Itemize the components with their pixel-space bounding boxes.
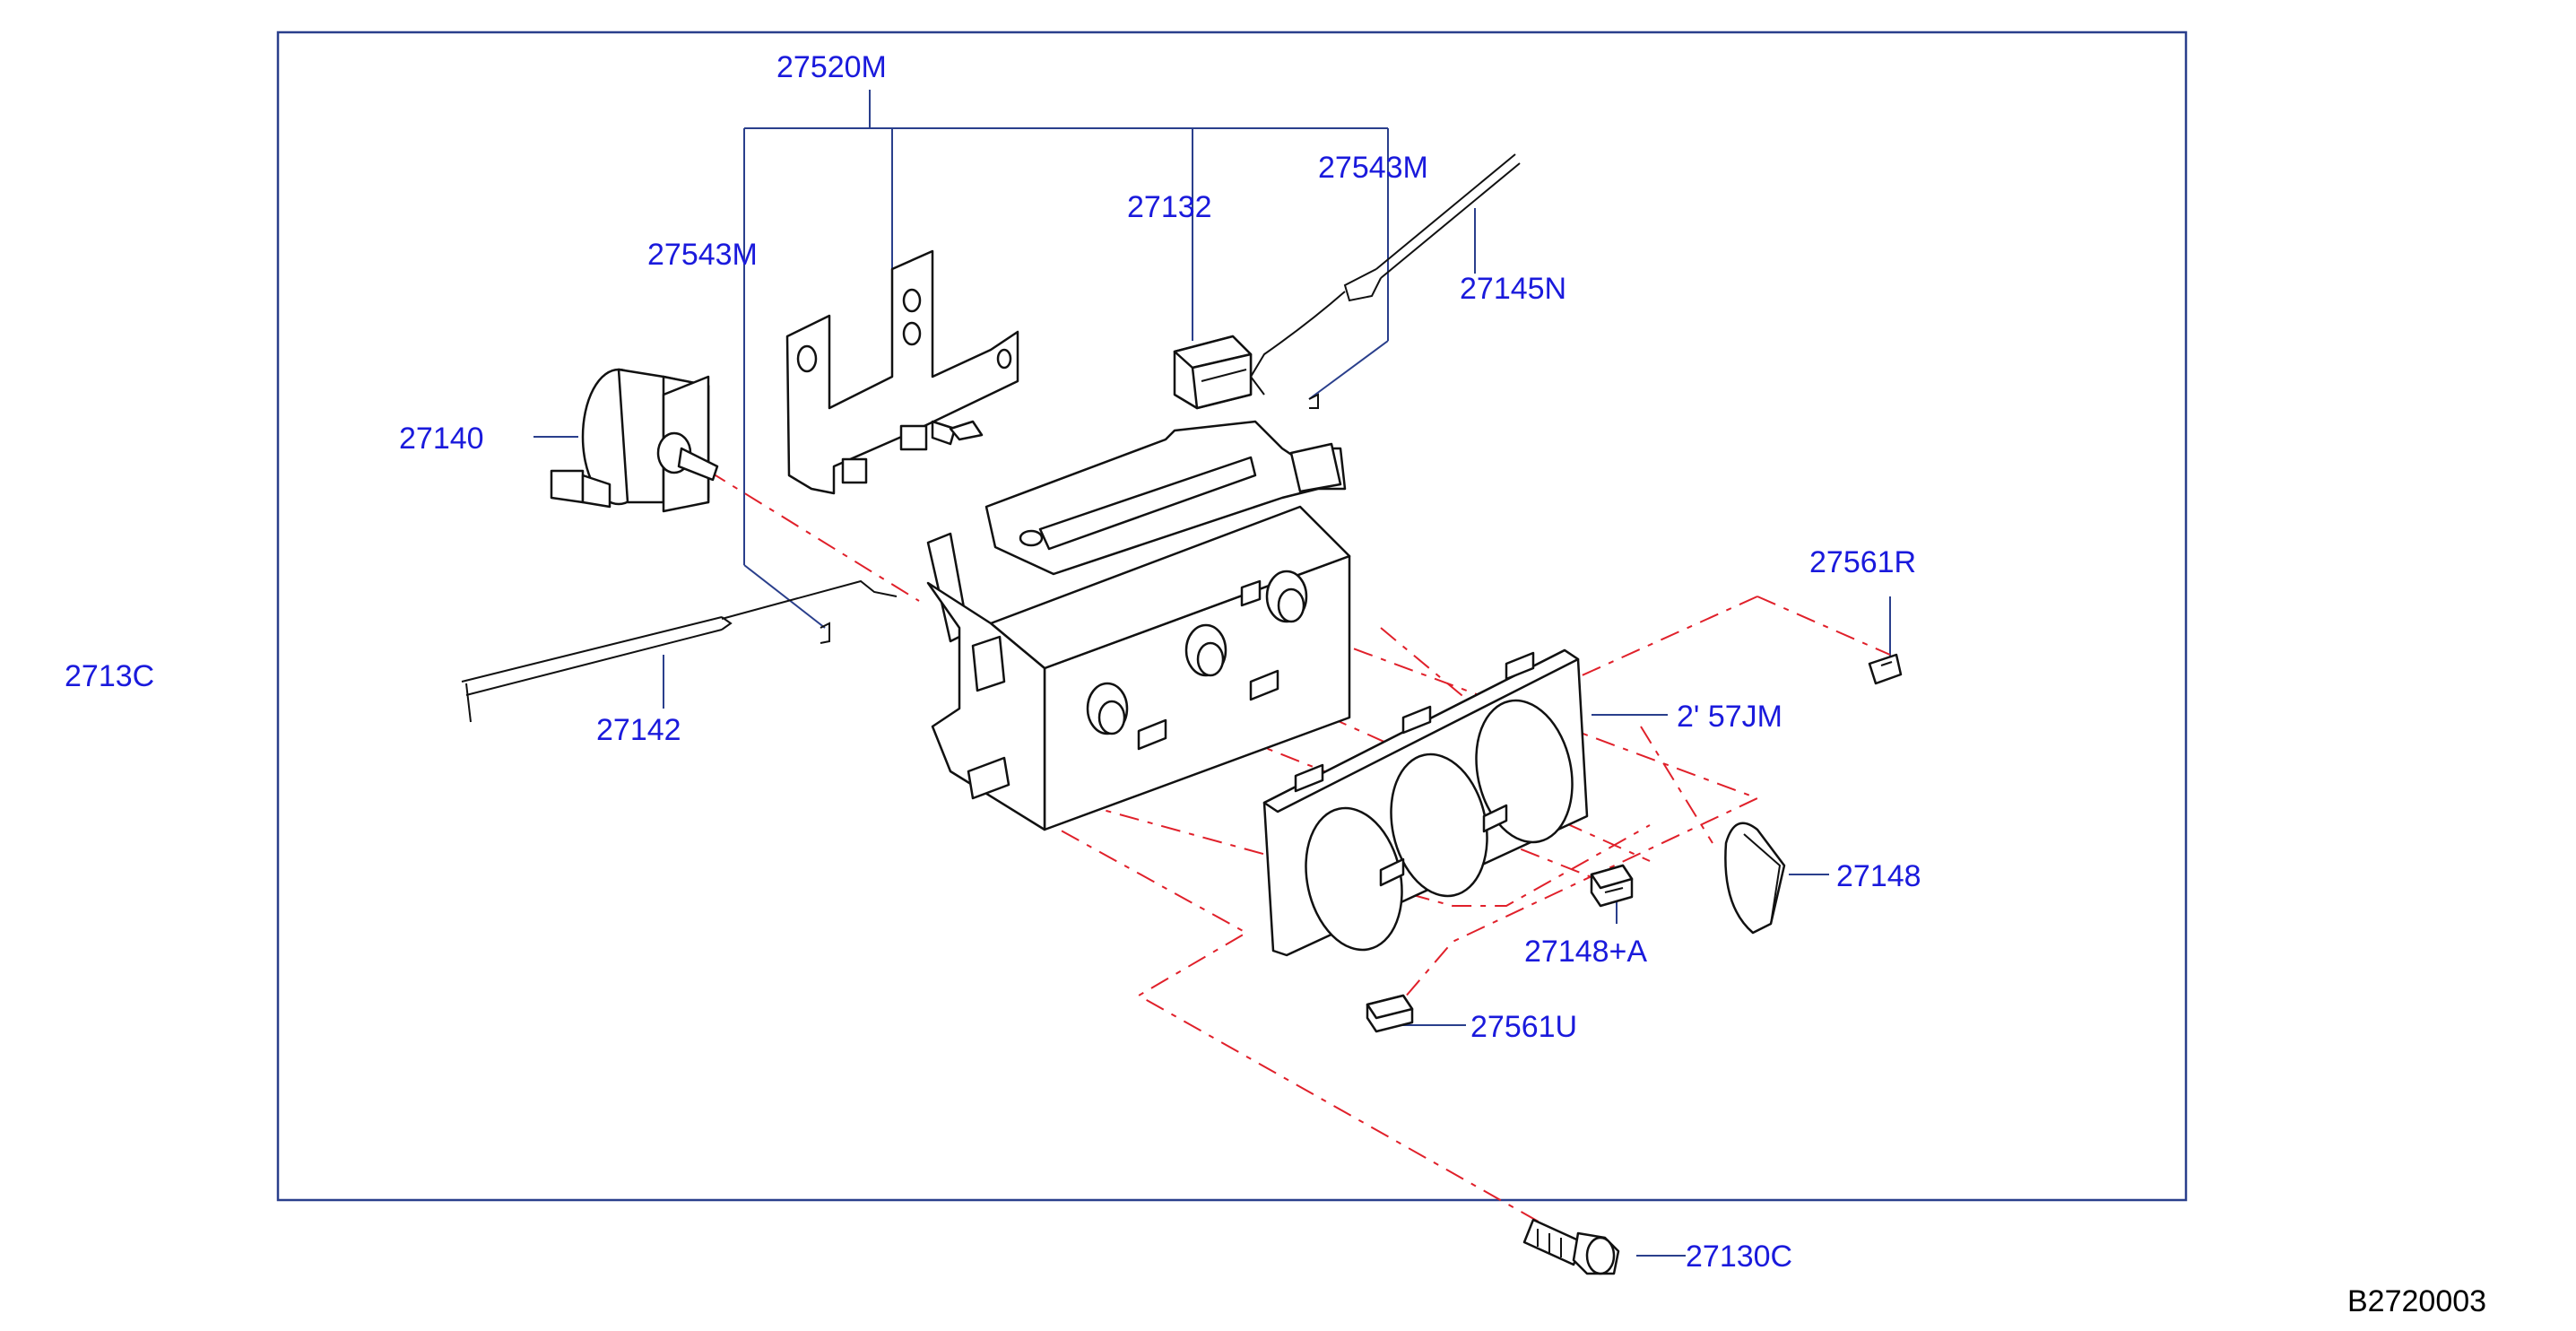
connector-part [1173,335,1253,410]
clip-r-part [1868,653,1903,685]
part-labels: 27520M 27543M 27132 27543M 27145N 27140 … [65,50,2486,1318]
cable-lower-part [461,579,898,723]
label-27561U: 27561U [1470,1010,1577,1044]
label-27520M: 27520M [776,50,887,84]
label-27142: 27142 [596,713,681,747]
label-27148: 27148 [1836,859,1921,893]
label-27140: 27140 [399,422,484,456]
label-27145N: 27145N [1460,272,1566,306]
knob-part [1724,822,1786,935]
control-housing-part [926,420,1351,831]
diagram-frame [276,30,2188,1202]
label-27543M-left: 27543M [647,238,758,272]
cable-upper-part [1249,153,1521,409]
label-27543M-right: 27543M [1318,151,1428,185]
small-knob-part [1590,864,1634,908]
label-27148A: 27148+A [1524,935,1647,969]
screw-part [1522,1218,1620,1275]
label-27130: 2713C [65,659,154,693]
label-27561R: 27561R [1809,545,1916,579]
label-2757M: 2' 57JM [1677,700,1782,734]
diagram-code: B2720003 [2347,1284,2486,1318]
clip-part [1366,994,1414,1033]
actuator-motor-part [550,368,719,513]
bracket-plate-part [785,249,1019,495]
finisher-panel-part [1262,648,1589,957]
label-27132: 27132 [1127,190,1212,224]
label-27130C: 27130C [1686,1240,1792,1274]
